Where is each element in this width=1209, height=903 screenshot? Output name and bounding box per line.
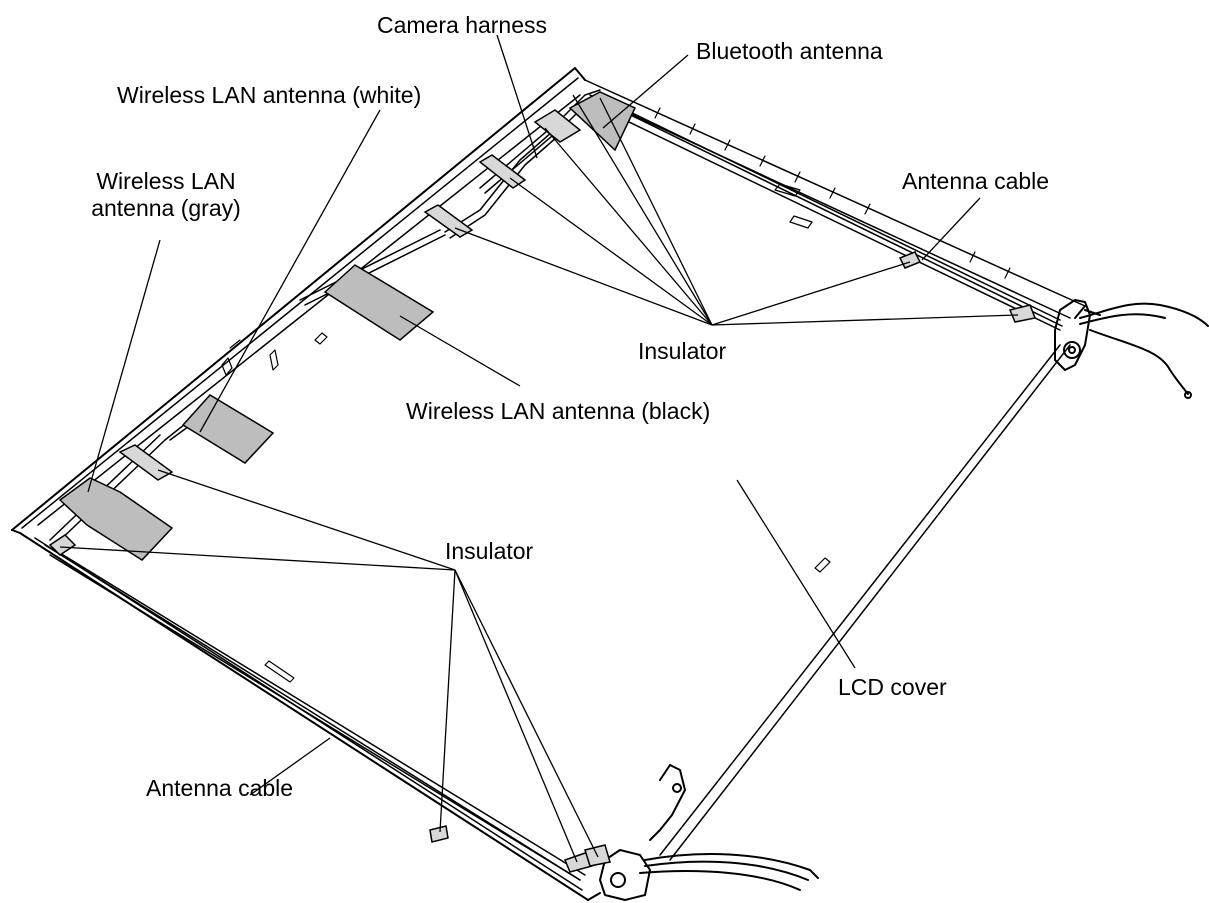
label-wlan-gray-line2: antenna (gray) (91, 195, 241, 221)
leader-insulator-bottom-1 (157, 469, 456, 571)
leader-wlan-black (399, 315, 521, 387)
left-hinge (599, 764, 686, 901)
right-hinge (1054, 299, 1101, 371)
leader-antenna-cable-top (921, 197, 981, 261)
wlan-white-antenna-pad (181, 394, 275, 464)
label-wlan-gray: Wireless LAN antenna (gray) (66, 168, 266, 222)
leader-insulator-bottom-2 (59, 546, 456, 571)
label-insulator-top: Insulator (638, 338, 727, 364)
leader-bluetooth-antenna (602, 54, 689, 129)
leader-insulator-top-7 (711, 314, 1019, 326)
label-antenna-cable-bottom: Antenna cable (146, 775, 294, 801)
bezel-tabs (654, 107, 1011, 279)
label-camera-harness: Camera harness (377, 12, 548, 38)
leader-antenna-cable-bottom (249, 737, 331, 796)
label-wlan-gray-line1: Wireless LAN (96, 168, 236, 194)
leader-insulator-bottom-5 (454, 569, 599, 858)
insulator-tapes (48, 109, 1037, 873)
cover-slots (221, 332, 831, 683)
antenna-cable-top-run (594, 94, 1063, 331)
leader-lines (59, 34, 1019, 863)
antenna-cable-bottom-run (49, 549, 586, 881)
leader-insulator-top-2 (572, 94, 713, 326)
wlan-black-antenna-pad (323, 264, 435, 341)
wlan-gray-antenna-pad (58, 477, 174, 561)
label-lcd-cover: LCD cover (838, 674, 947, 700)
leader-insulator-bottom-3 (439, 569, 456, 833)
leader-lcd-cover (736, 479, 856, 669)
leader-wlan-gray (87, 239, 161, 493)
leader-camera-harness (496, 34, 538, 159)
leader-insulator-top-4 (509, 177, 713, 326)
leader-insulator-top-1 (544, 127, 713, 326)
leader-insulator-top-3 (599, 97, 713, 326)
label-insulator-bottom: Insulator (445, 538, 534, 564)
label-wlan-black: Wireless LAN antenna (black) (406, 398, 711, 424)
leader-wlan-white (199, 109, 381, 433)
lcd-cover-inner-edge (21, 77, 1086, 891)
label-bluetooth-antenna: Bluetooth antenna (696, 38, 883, 64)
left-exit-cable (639, 853, 819, 891)
antenna-pads (58, 91, 637, 561)
leader-insulator-bottom-4 (454, 569, 578, 863)
leader-insulator-top-6 (711, 261, 911, 326)
leader-insulator-top-5 (454, 227, 713, 326)
label-antenna-cable-top: Antenna cable (902, 168, 1050, 194)
right-exit-cable (1079, 302, 1209, 399)
label-wlan-white: Wireless LAN antenna (white) (117, 82, 422, 108)
